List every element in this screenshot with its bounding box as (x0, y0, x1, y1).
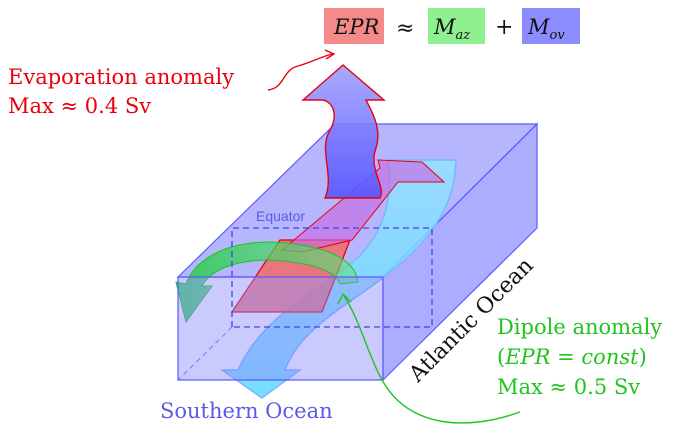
equation-epr: EPR (333, 15, 379, 39)
evaporation-title: Evaporation anomaly (8, 65, 234, 89)
dipole-condition-open: ( (497, 345, 505, 369)
dipole-title: Dipole anomaly (497, 315, 662, 339)
m-az-highlight (428, 8, 485, 44)
epr-highlight (324, 8, 384, 44)
equation-m-az-sub: az (456, 28, 471, 43)
equation-m-az: Maz (433, 15, 470, 43)
equation-approx: ≈ (396, 16, 414, 41)
southern-ocean-label: Southern Ocean (160, 399, 333, 423)
equator-label: Equator (256, 208, 305, 224)
dipole-condition-math: EPR = const (504, 345, 639, 369)
equation-m-az-base: M (433, 15, 456, 39)
dipole-pointer (343, 295, 521, 424)
evaporation-max: Max ≈ 0.4 Sv (8, 94, 151, 118)
equation-plus: + (495, 15, 513, 40)
dipole-pointer-head (337, 292, 352, 305)
equator-hidden-edge (177, 326, 233, 381)
dipole-condition: (EPR = const) (497, 345, 647, 369)
m-ov-highlight (522, 8, 580, 44)
evaporation-up-arrow (301, 64, 386, 199)
northward-band-arrow (280, 159, 446, 253)
dipole-gyre-arrow (175, 241, 359, 324)
dipole-annotation: Dipole anomaly (EPR = const) Max ≈ 0.5 S… (337, 292, 662, 424)
dipole-max: Max ≈ 0.5 Sv (497, 375, 640, 399)
evaporation-pointer-head (324, 49, 336, 60)
equation-m-ov-sub: ov (550, 28, 566, 43)
equation: EPR ≈ Maz + Mov (324, 8, 580, 44)
evaporation-pointer (267, 53, 333, 91)
equation-m-ov-base: M (527, 15, 550, 39)
dipole-condition-close: ) (639, 345, 647, 369)
equator-plane (231, 227, 433, 328)
box-front-face (177, 276, 384, 381)
equation-m-ov: Mov (527, 15, 565, 43)
evaporation-annotation: Evaporation anomaly Max ≈ 0.4 Sv (8, 49, 336, 118)
